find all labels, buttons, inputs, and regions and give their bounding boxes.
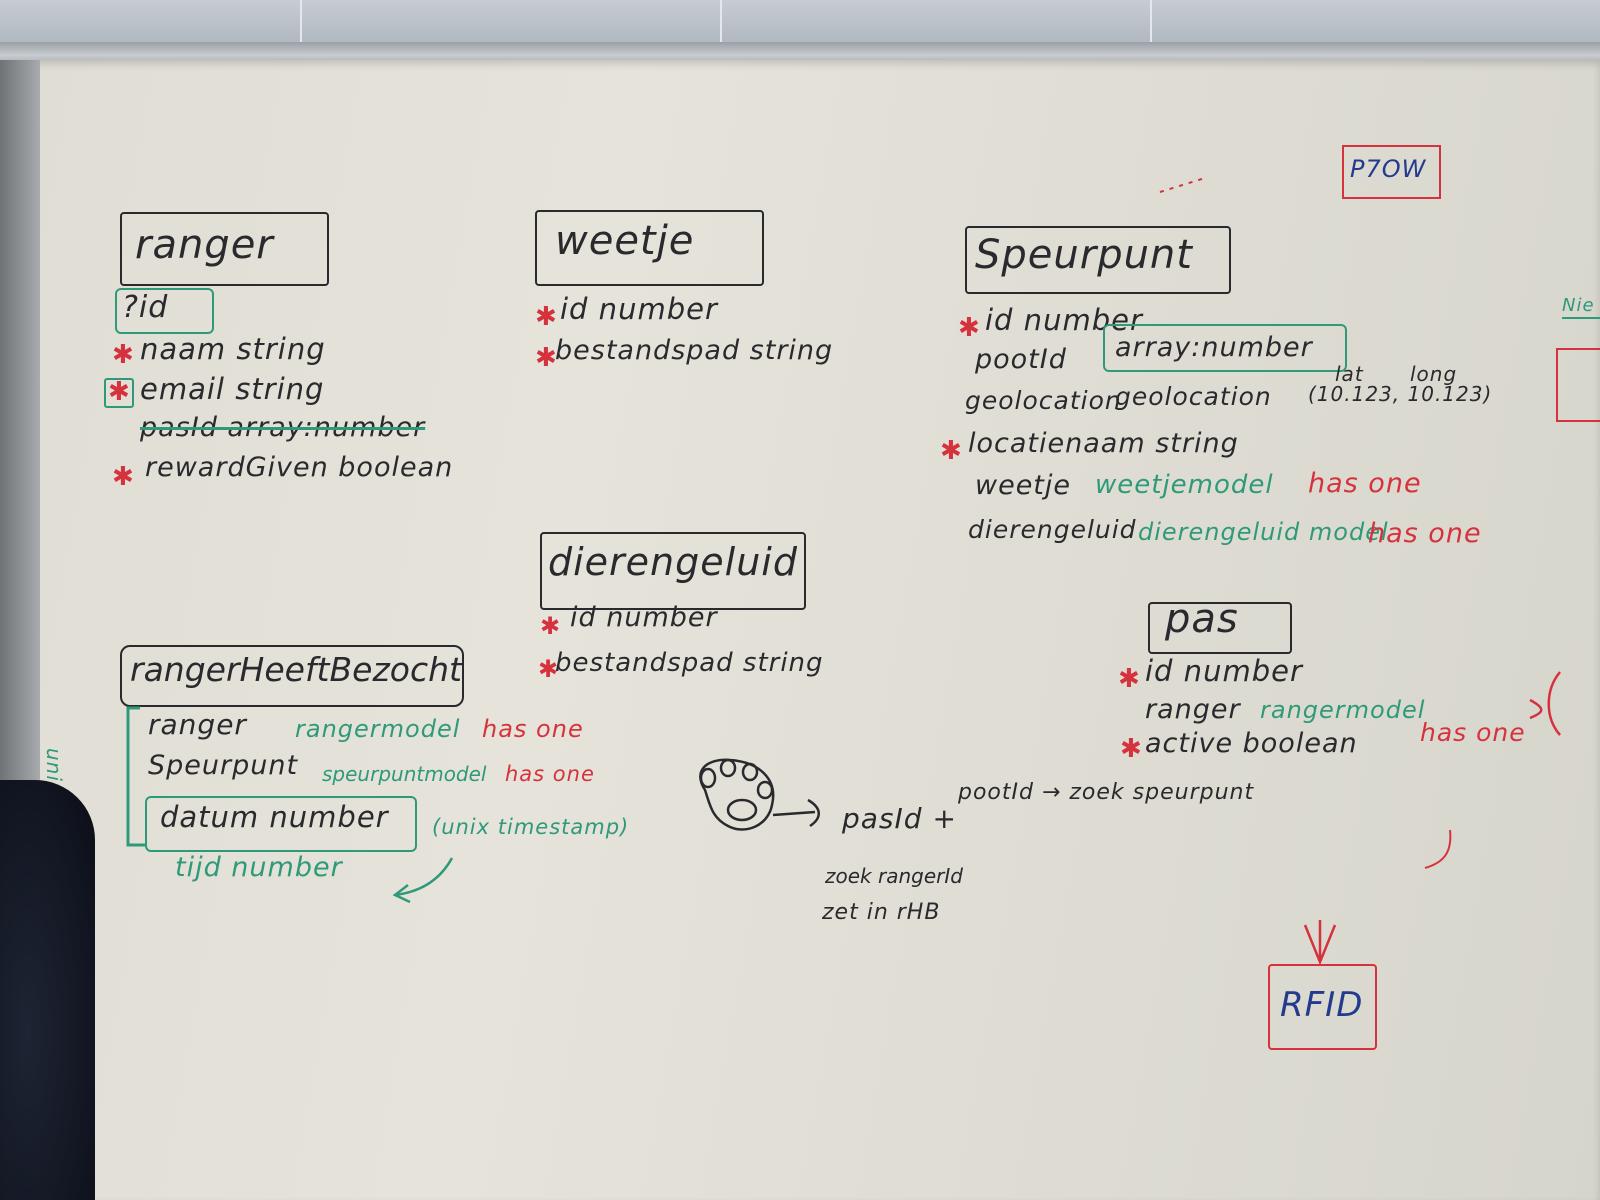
rhb-ranger-relation: has one <box>482 715 584 743</box>
rhb-datum-note: (unix timestamp) <box>432 815 630 839</box>
speurpunt-title-box <box>965 226 1231 294</box>
speurpunt-field-dierengeluid-type: dierengeluid model <box>1138 518 1389 546</box>
ceiling-tile-seam <box>1150 0 1152 48</box>
speurpunt-field-locatienaam: locatienaam string <box>968 428 1239 459</box>
weetje-title: weetje <box>555 218 695 264</box>
flow-pasid: pasId + <box>842 802 957 835</box>
ranger-title-box <box>120 212 329 286</box>
pas-field-ranger-type: rangermodel <box>1260 696 1426 724</box>
rhb-field-ranger-type: rangermodel <box>295 715 461 743</box>
pas-field-id: id number <box>1145 654 1303 688</box>
ranger-title: ranger <box>135 222 274 268</box>
ceiling <box>0 0 1600 48</box>
ranger-field-pasid-struck: pasId array:number <box>140 412 426 443</box>
weetje-field-bestandspad: bestandspad string <box>555 335 834 366</box>
rhb-field-speurpunt: Speurpunt <box>148 750 299 781</box>
ceiling-tile-seam <box>300 0 302 48</box>
speurpunt-array-box <box>1103 324 1347 372</box>
dierengeluid-title: dierengeluid <box>548 540 798 584</box>
speurpunt-title: Speurpunt <box>975 232 1193 278</box>
dierengeluid-field-id: id number <box>570 602 718 633</box>
required-star-icon: ✱ <box>108 377 131 407</box>
rfid-label: RFID <box>1280 985 1364 1025</box>
flow-pootid: pootId → zoek speurpunt <box>958 780 1255 805</box>
weetje-field-id: id number <box>560 292 718 326</box>
required-star-icon: ✱ <box>958 313 981 343</box>
required-star-icon: ✱ <box>1120 734 1143 764</box>
pas-field-ranger: ranger <box>1145 694 1241 725</box>
rhb-field-datum: datum number <box>160 800 389 834</box>
required-star-icon: ✱ <box>112 462 135 492</box>
speurpunt-field-geolocation: geolocation <box>965 386 1122 415</box>
flow-zet-in-rhb: zet in rHB <box>822 900 941 925</box>
ranger-field-email: email string <box>140 372 325 406</box>
speurpunt-field-dierengeluid: dierengeluid <box>968 515 1137 544</box>
ceiling-tile-seam <box>720 0 722 48</box>
dierengeluid-field-bestandspad: bestandspad string <box>555 648 824 678</box>
rhb-speurpunt-relation: has one <box>505 762 595 786</box>
required-star-icon: ✱ <box>535 343 558 373</box>
corner-note: P7OW <box>1350 155 1427 183</box>
ranger-field-rewardgiven: rewardGiven boolean <box>145 452 454 483</box>
pas-title-box <box>1148 602 1292 654</box>
speurpunt-dierengeluid-relation: has one <box>1368 518 1482 549</box>
rangerheeftbezocht-title: rangerHeeftBezocht <box>130 650 462 689</box>
required-star-icon: ✱ <box>1118 664 1141 694</box>
rhb-field-ranger: ranger <box>148 708 247 741</box>
ranger-field-id: ?id <box>122 290 169 325</box>
speurpunt-field-weetje-type: weetjemodel <box>1095 470 1274 500</box>
speurpunt-field-pootid: pootId <box>975 344 1067 375</box>
speurpunt-field-pootid-type: array:number <box>1115 332 1313 363</box>
required-star-icon: ✱ <box>535 302 558 332</box>
ranger-field-naam: naam string <box>140 332 326 366</box>
corner-note-box <box>1342 145 1441 199</box>
rhb-field-speurpunt-type: speurpuntmodel <box>322 762 487 786</box>
lat-label: lat <box>1335 362 1364 386</box>
geolocation-example: (10.123, 10.123) <box>1308 382 1493 406</box>
whiteboard-top-rail <box>0 42 1600 64</box>
speurpunt-field-id: id number <box>985 303 1143 337</box>
pas-title: pas <box>1165 596 1239 642</box>
long-label: long <box>1410 362 1458 386</box>
required-star-icon: ✱ <box>540 612 562 640</box>
pas-field-active: active boolean <box>1145 728 1358 759</box>
whiteboard-surface <box>10 60 1600 1200</box>
dark-coat-foreground <box>0 780 95 1200</box>
speurpunt-field-weetje: weetje <box>975 470 1072 501</box>
pas-ranger-relation: has one <box>1420 718 1526 747</box>
weetje-title-box <box>535 210 764 286</box>
ranger-id-box <box>115 288 214 334</box>
rhb-datum-box <box>145 796 417 852</box>
required-star-icon: ✱ <box>538 655 560 683</box>
required-star-icon: ✱ <box>112 340 135 370</box>
dierengeluid-title-box <box>540 532 806 610</box>
rhb-field-tijd: tijd number <box>175 852 343 883</box>
edge-box <box>1556 348 1600 422</box>
flow-zoek-rangerid: zoek rangerId <box>825 864 963 888</box>
speurpunt-field-geolocation-type: geolocation <box>1115 382 1272 411</box>
rangerheeftbezocht-title-box <box>120 645 464 707</box>
speurpunt-weetje-relation: has one <box>1308 468 1422 499</box>
edge-note: Nie <box>1562 295 1595 316</box>
required-star-icon: ✱ <box>940 436 963 466</box>
email-check-box <box>104 378 134 408</box>
